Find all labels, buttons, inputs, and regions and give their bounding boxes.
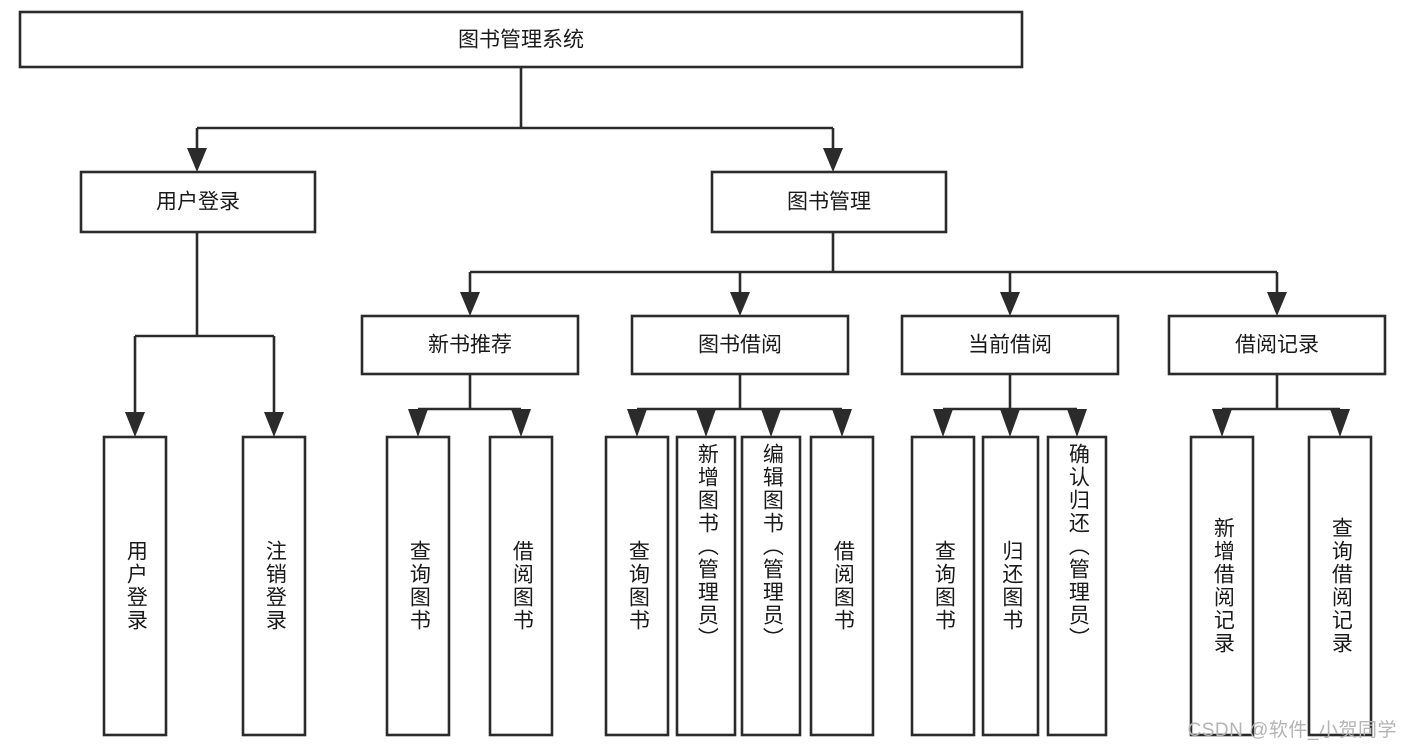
node-book-management[interactable] xyxy=(710,170,948,234)
connector-layer xyxy=(125,67,1350,437)
node-leaf-edit-book[interactable] xyxy=(740,435,802,737)
node-leaf-query-book-3[interactable] xyxy=(910,435,976,737)
node-leaf-user-logout[interactable] xyxy=(241,435,307,737)
arrow-to-leaf-user-login xyxy=(125,412,145,437)
label-layer: 图书管理系统 用户登录 图书管理 新书推荐 图书借阅 当前借阅 借阅记录 xyxy=(156,29,1319,357)
arrow-to-leaf-borrow-book-1 xyxy=(511,409,531,437)
label-new-book-recommend: 新书推荐 xyxy=(428,334,512,357)
node-leaf-user-login[interactable] xyxy=(102,435,168,737)
node-borrow-record[interactable] xyxy=(1167,314,1387,376)
csdn-watermark: CSDN @软件_小贺同学 xyxy=(1187,720,1397,741)
arrow-to-leaf-borrow-book-2 xyxy=(832,409,852,437)
label-book-borrow: 图书借阅 xyxy=(698,334,782,357)
arrow-to-leaf-add-book xyxy=(696,409,716,437)
label-current-borrow: 当前借阅 xyxy=(968,334,1052,357)
node-layer xyxy=(18,10,1387,737)
arrow-to-borrow-record xyxy=(1267,292,1287,316)
arrow-to-user-login xyxy=(187,148,207,172)
node-new-book-recommend[interactable] xyxy=(360,314,580,376)
node-leaf-return-book[interactable] xyxy=(981,435,1040,737)
arrow-to-leaf-query-record xyxy=(1330,409,1350,437)
arrow-to-book-borrow xyxy=(730,292,750,316)
node-user-login[interactable] xyxy=(79,170,317,234)
arrow-to-leaf-query-book-2 xyxy=(627,409,647,437)
node-leaf-borrow-book-1[interactable] xyxy=(488,435,554,737)
label-book-management: 图书管理 xyxy=(787,191,871,214)
arrow-to-leaf-add-record xyxy=(1212,409,1232,437)
arrow-to-leaf-confirm-return xyxy=(1067,409,1087,437)
arrow-to-leaf-query-book-1 xyxy=(408,409,428,437)
label-user-login: 用户登录 xyxy=(156,191,240,214)
arrow-to-leaf-query-book-3 xyxy=(933,409,953,437)
node-current-borrow[interactable] xyxy=(900,314,1120,376)
node-root[interactable] xyxy=(18,10,1024,69)
node-book-borrow[interactable] xyxy=(630,314,850,376)
arrow-to-leaf-edit-book xyxy=(761,409,781,437)
node-leaf-borrow-book-2[interactable] xyxy=(809,435,875,737)
node-leaf-add-book[interactable] xyxy=(675,435,737,737)
arrow-to-leaf-return-book xyxy=(1000,409,1020,437)
arrow-to-current-borrow xyxy=(1000,292,1020,316)
node-leaf-query-book-1[interactable] xyxy=(385,435,451,737)
node-leaf-add-record[interactable] xyxy=(1189,435,1255,737)
arrow-to-leaf-user-logout xyxy=(264,412,284,437)
node-leaf-query-record[interactable] xyxy=(1307,435,1373,737)
arrow-to-book-management xyxy=(823,148,843,172)
arrow-to-new-book-recommend xyxy=(460,292,480,316)
node-leaf-query-book-2[interactable] xyxy=(604,435,670,737)
label-borrow-record: 借阅记录 xyxy=(1235,334,1319,357)
node-leaf-confirm-return[interactable] xyxy=(1046,435,1108,737)
label-root: 图书管理系统 xyxy=(458,29,584,52)
